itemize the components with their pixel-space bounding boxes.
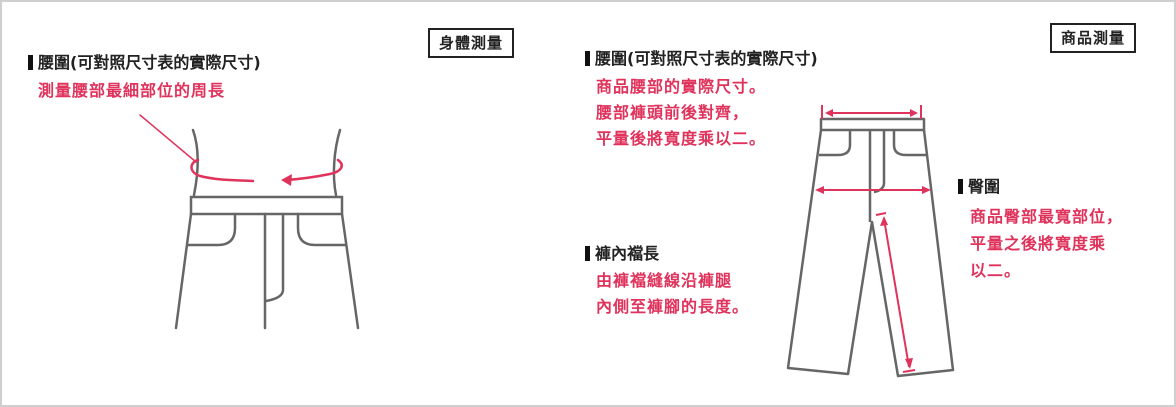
inseam-arrow xyxy=(883,218,910,368)
product-hip-heading: 臀圍 xyxy=(958,176,1000,198)
product-waist-desc-line-2: 腰部褲頭前後對齊， xyxy=(596,103,750,122)
product-inseam-desc-line-2: 內側至褲腳的長度。 xyxy=(596,297,750,316)
product-hip-desc-line-2: 平量之後將寬度乘 xyxy=(970,234,1107,253)
body-measurement-tag: 身體測量 xyxy=(428,28,515,58)
heading-bar-icon xyxy=(585,246,590,261)
product-waist-heading: 腰圍(可對照尺寸表的實際尺寸) xyxy=(585,48,818,70)
pointer-line xyxy=(139,114,197,163)
product-inseam-desc-line-1: 由褲襠縫線沿褲腿 xyxy=(596,271,733,290)
waistband-outline xyxy=(189,195,344,216)
body-waist-heading: 腰圍(可對照尺寸表的實際尺寸) xyxy=(28,52,261,74)
body-waist-description: 測量腰部最細部位的周長 xyxy=(38,81,226,100)
arrow-head-icon xyxy=(825,109,833,117)
arrow-head-icon xyxy=(922,186,931,194)
product-hip-desc-line-3: 以二。 xyxy=(970,261,1022,280)
heading-bar-icon xyxy=(28,55,33,70)
heading-bar-icon xyxy=(585,51,590,66)
product-waist-heading-text: 腰圍(可對照尺寸表的實際尺寸) xyxy=(595,49,818,68)
product-hip-heading-text: 臀圍 xyxy=(968,177,1001,196)
arrow-head-icon xyxy=(815,186,824,194)
product-waist-desc-line-1: 商品腰部的實際尺寸。 xyxy=(596,77,767,96)
arrow-head-icon xyxy=(905,358,913,369)
product-waist-desc-line-3: 平量後將寬度乘以二。 xyxy=(596,129,767,148)
arrow-head-icon xyxy=(880,216,888,226)
pants-waistband-outline xyxy=(819,117,926,132)
heading-bar-icon xyxy=(958,179,963,194)
pants-outline xyxy=(786,129,955,378)
product-hip-desc-line-1: 商品臀部最寬部位， xyxy=(970,207,1124,226)
product-inseam-heading-text: 褲內襠長 xyxy=(595,244,660,263)
waist-tape-right xyxy=(285,158,343,182)
torso-left-outline xyxy=(191,128,199,197)
arrow-head-icon xyxy=(910,109,918,117)
arrow-head-icon xyxy=(281,174,292,186)
body-waist-heading-text: 腰圍(可對照尺寸表的實際尺寸) xyxy=(38,53,261,72)
product-measurement-tag: 商品測量 xyxy=(1050,23,1137,53)
waist-tape-left xyxy=(190,158,255,183)
torso-right-outline xyxy=(332,128,342,197)
product-inseam-heading: 褲內襠長 xyxy=(585,243,659,265)
